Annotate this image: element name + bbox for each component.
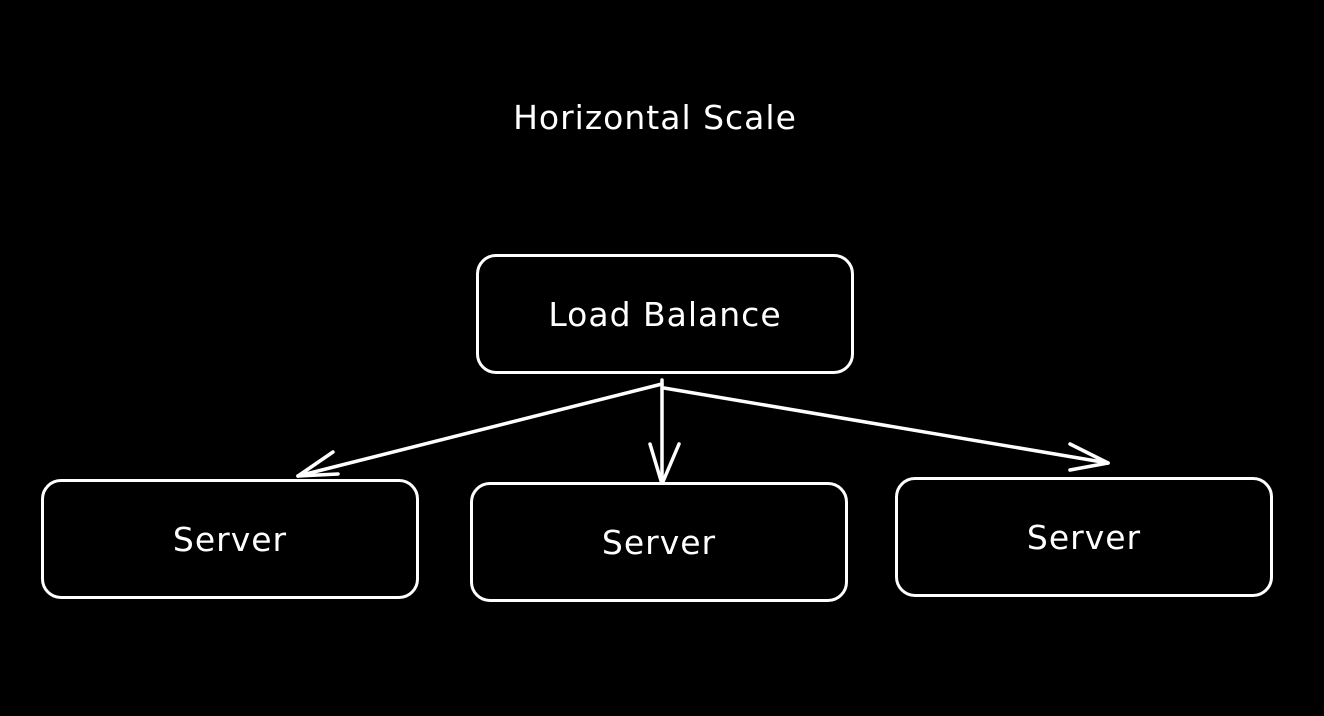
arrow-to-server-3 xyxy=(662,386,1110,472)
server-label-3: Server xyxy=(1026,517,1142,557)
server-label-2: Server xyxy=(601,522,717,562)
server-node-1: Server xyxy=(41,479,419,599)
server-label-1: Server xyxy=(172,519,288,559)
diagram-title: Horizontal Scale xyxy=(513,98,797,137)
server-node-3: Server xyxy=(895,477,1273,597)
arrow-to-server-2 xyxy=(648,378,681,486)
load-balance-node: Load Balance xyxy=(476,254,854,374)
load-balance-label: Load Balance xyxy=(548,294,782,334)
arrow-to-server-1 xyxy=(296,382,664,478)
server-node-2: Server xyxy=(470,482,848,602)
